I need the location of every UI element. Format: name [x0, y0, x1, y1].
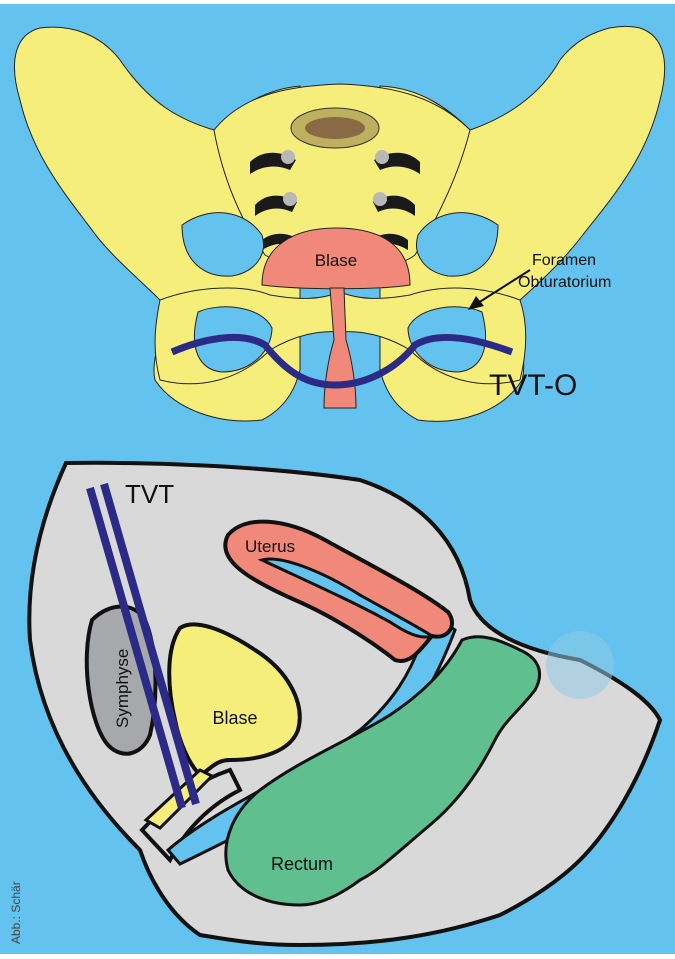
label-bladder-sagittal: Blase [212, 708, 257, 728]
label-uterus: Uterus [245, 537, 295, 556]
label-bladder-front: Blase [315, 251, 358, 270]
label-tvt-o: TVT-O [489, 369, 577, 402]
image-credit: Abb.: Schär [9, 881, 23, 944]
highlight-circle [546, 631, 614, 699]
white-frame-top [0, 0, 675, 4]
label-rectum: Rectum [271, 854, 333, 874]
label-tvt: TVT [125, 479, 174, 509]
foramen-knob-r2 [373, 192, 387, 206]
label-symphysis: Symphyse [113, 649, 132, 728]
foramen-knob-l1 [281, 150, 295, 164]
vertebra-inner [305, 117, 365, 139]
label-foramen-line2: Obturatorium [518, 274, 611, 291]
label-foramen-line1: Foramen [532, 252, 596, 269]
foramen-knob-l2 [283, 192, 297, 206]
foramen-knob-r1 [375, 150, 389, 164]
